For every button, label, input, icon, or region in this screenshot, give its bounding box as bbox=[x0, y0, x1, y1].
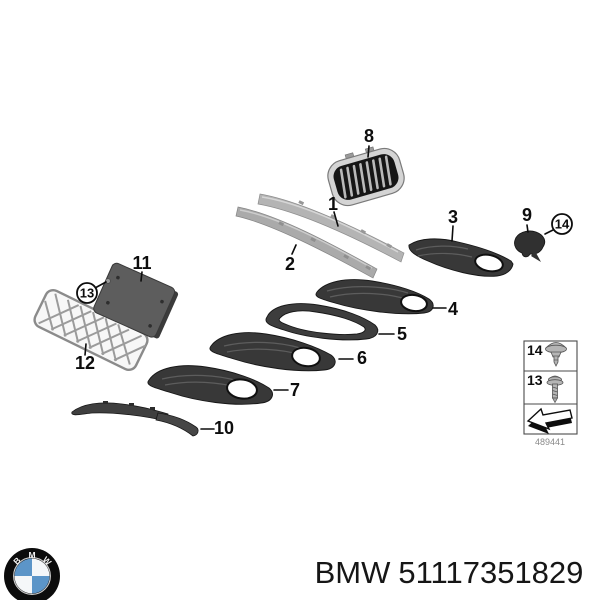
caption-part-number: 51117351829 bbox=[398, 555, 583, 590]
callout-7: 7 bbox=[273, 380, 300, 400]
legend-row-14-number: 14 bbox=[527, 342, 543, 358]
legend-row-13-number: 13 bbox=[527, 372, 543, 388]
callout-6-number: 6 bbox=[357, 348, 367, 368]
callout-14: 14 bbox=[544, 213, 573, 235]
part-3-outer-grille bbox=[408, 238, 514, 277]
callout-7-number: 7 bbox=[290, 380, 300, 400]
callout-9-number: 9 bbox=[522, 205, 532, 225]
callout-10: 10 bbox=[200, 418, 234, 438]
callout-5-number: 5 bbox=[397, 324, 407, 344]
part-12-mesh-grille bbox=[33, 288, 149, 372]
callout-8-number: 8 bbox=[364, 126, 374, 146]
callout-11-number: 11 bbox=[132, 253, 151, 273]
logo-letter-b: B bbox=[11, 555, 22, 566]
callout-2: 2 bbox=[285, 244, 297, 274]
part-11-screw bbox=[105, 278, 111, 284]
callout-4-number: 4 bbox=[448, 299, 458, 319]
callout-11: 11 bbox=[132, 253, 152, 282]
part-9-cover-flap bbox=[514, 230, 546, 262]
part-1-upper-trim-strip bbox=[257, 193, 405, 263]
callout-1: 1 bbox=[328, 194, 339, 227]
caption-brand: BMW bbox=[315, 555, 392, 590]
callout-12-number: 12 bbox=[75, 353, 95, 373]
callout-8: 8 bbox=[364, 126, 374, 158]
direction-arrow-icon bbox=[526, 407, 573, 434]
callout-14-number: 14 bbox=[555, 217, 570, 232]
callout-4: 4 bbox=[432, 299, 458, 319]
callout-13-number: 13 bbox=[80, 286, 94, 301]
part-2-lower-trim-strip bbox=[235, 206, 378, 279]
callout-5: 5 bbox=[378, 324, 407, 344]
callout-3-number: 3 bbox=[448, 207, 458, 227]
part-11-license-plate-base bbox=[93, 262, 179, 339]
legend-figure-code: 489441 bbox=[535, 437, 565, 447]
part-6-fog-grille bbox=[209, 332, 336, 372]
callout-3: 3 bbox=[448, 207, 458, 242]
part-10-lower-strip bbox=[71, 401, 199, 437]
legend-box: 14 13 489441 bbox=[523, 340, 578, 447]
part-5-grille-frame bbox=[265, 303, 379, 341]
callout-13: 13 bbox=[76, 281, 107, 304]
bmw-logo: B M W bbox=[4, 548, 60, 600]
callout-1-number: 1 bbox=[328, 194, 338, 214]
part-7-fog-grille-closed bbox=[147, 365, 273, 405]
part-4-fog-grille-right bbox=[315, 279, 434, 315]
part-8-kidney-grille bbox=[327, 146, 405, 207]
callout-10-number: 10 bbox=[214, 418, 234, 438]
callout-6: 6 bbox=[338, 348, 367, 368]
callout-12: 12 bbox=[75, 343, 95, 373]
push-rivet-icon bbox=[545, 342, 567, 367]
logo-letter-m: M bbox=[28, 550, 35, 560]
callout-9: 9 bbox=[522, 205, 532, 233]
screw-icon bbox=[546, 375, 564, 404]
callout-2-number: 2 bbox=[285, 254, 295, 274]
